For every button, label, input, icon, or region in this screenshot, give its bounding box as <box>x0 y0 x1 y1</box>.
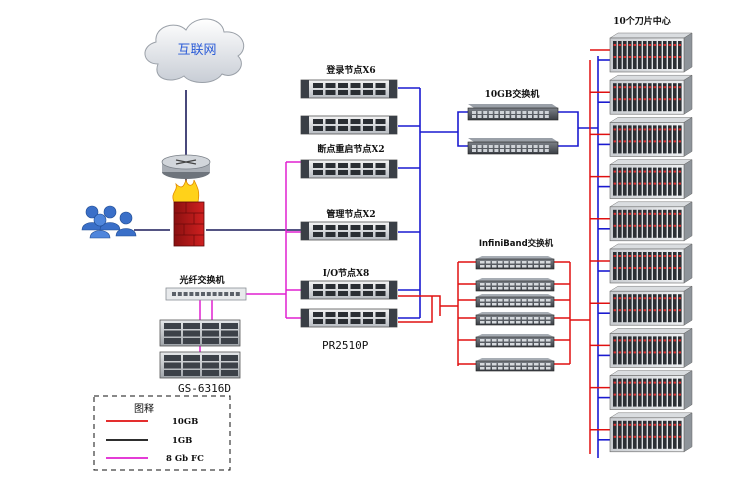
rack-server <box>300 115 398 135</box>
storage-array-icon <box>159 319 241 379</box>
blade-center <box>609 412 693 453</box>
users-icon <box>81 205 137 239</box>
blade-center <box>609 74 693 115</box>
rack-server <box>300 159 398 179</box>
firewall-icon <box>172 178 205 247</box>
blade-center <box>609 201 693 242</box>
login-node-label: 登录节点X6 <box>325 64 375 76</box>
server-stack <box>300 79 398 328</box>
infiniband-switch-stack <box>475 256 555 372</box>
checkpoint-node-label: 断点重启节点X2 <box>317 143 384 155</box>
legend: 图释 10GB 1GB 8 Gb FC <box>93 395 231 471</box>
infiniband-switch <box>475 358 555 372</box>
blade-center <box>609 285 693 326</box>
blade-center <box>609 243 693 284</box>
blade-center <box>609 327 693 368</box>
blade-center <box>609 370 693 411</box>
rack-server <box>300 308 398 328</box>
internet-cloud: 互联网 <box>144 18 245 83</box>
legend-label-10gb: 10GB <box>172 417 198 427</box>
internet-label: 互联网 <box>177 43 216 58</box>
router-icon <box>161 154 211 179</box>
storage-model-label: GS-6316D <box>178 382 231 395</box>
legend-label-fc: 8 Gb FC <box>166 454 204 464</box>
io-node-label: I/O节点X8 <box>323 267 370 279</box>
tengb-switch <box>467 138 559 155</box>
infiniband-switch <box>475 256 555 270</box>
infiniband-switch <box>475 334 555 348</box>
rack-server <box>300 280 398 300</box>
blade-center <box>609 159 693 200</box>
fc-switch-icon <box>165 287 247 301</box>
blade-center <box>609 32 693 73</box>
links <box>134 49 610 458</box>
server-model-label: PR2510P <box>322 339 369 352</box>
legend-label-1gb: 1GB <box>172 436 192 446</box>
rack-server <box>300 79 398 99</box>
infiniband-switch <box>475 312 555 326</box>
tengb-switch-label: 10GB交换机 <box>485 88 540 100</box>
blade-center-stack <box>609 32 693 453</box>
tengb-switch <box>467 104 559 121</box>
rack-server <box>300 221 398 241</box>
legend-title: 图释 <box>134 402 154 415</box>
tengb-switch-pair <box>467 104 559 155</box>
infiniband-switch <box>475 278 555 292</box>
infiniband-switch-label: InfiniBand交换机 <box>479 238 554 249</box>
mgmt-node-label: 管理节点X2 <box>326 208 375 220</box>
blade-center-label: 10个刀片中心 <box>613 15 671 27</box>
blade-center <box>609 116 693 157</box>
fc-switch-label: 光纤交换机 <box>178 274 224 286</box>
infiniband-switch <box>475 294 555 308</box>
